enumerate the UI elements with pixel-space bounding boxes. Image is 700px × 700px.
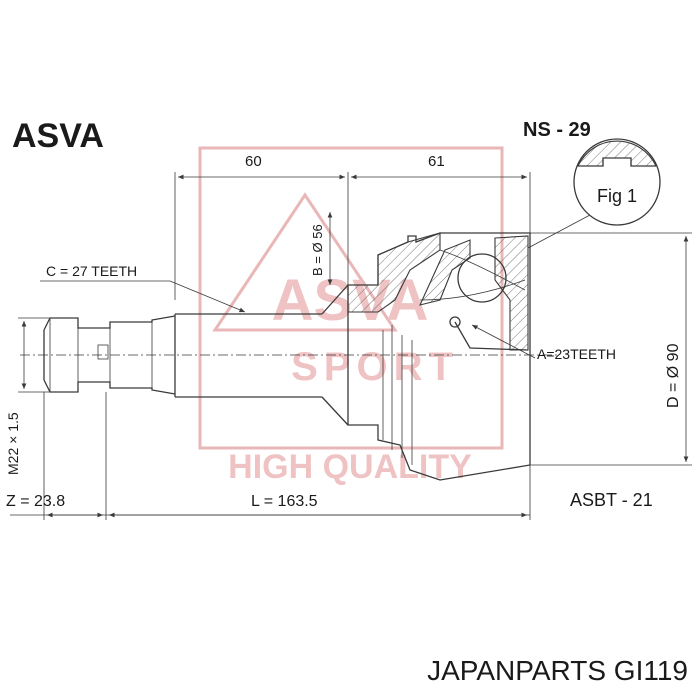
watermark-frame bbox=[198, 146, 504, 450]
watermark-tagline: HIGH QUALITY bbox=[228, 448, 472, 486]
dim-thread-text: M22 × 1.5 bbox=[5, 412, 21, 475]
dim-bore-b-text: B = Ø 56 bbox=[310, 224, 325, 276]
dim-len-left: 60 bbox=[245, 153, 262, 170]
dim-outer-d: D = Ø 90 bbox=[530, 232, 692, 466]
dim-len-right: 61 bbox=[428, 153, 445, 170]
top-dimensions: 60 61 bbox=[174, 153, 531, 300]
footer-part-label: JAPANPARTS GI119 bbox=[427, 655, 688, 686]
bottom-dimensions: Z = 23.8 L = 163.5 ASBT - 21 bbox=[6, 392, 653, 520]
brand-title: ASVA bbox=[12, 117, 104, 155]
fig-1-inset: Fig 1 bbox=[527, 138, 661, 249]
series-code: NS - 29 bbox=[523, 119, 591, 141]
fig-label: Fig 1 bbox=[597, 186, 637, 206]
housing bbox=[347, 232, 531, 481]
dim-z: Z = 23.8 bbox=[6, 493, 65, 510]
dim-length-total: L = 163.5 bbox=[251, 493, 318, 510]
dim-teeth-c-text: C = 27 TEETH bbox=[46, 263, 137, 279]
part-number: ASBT - 21 bbox=[570, 490, 653, 510]
dim-teeth-a-text: A=23TEETH bbox=[537, 346, 616, 362]
dim-teeth-a: A=23TEETH bbox=[471, 324, 616, 362]
dim-bore-b: B = Ø 56 bbox=[310, 212, 333, 285]
dim-thread: M22 × 1.5 bbox=[5, 317, 50, 475]
dim-teeth-c: C = 27 TEETH bbox=[40, 263, 246, 313]
watermark-logo-shape bbox=[212, 192, 398, 332]
watermark-word: SPORT bbox=[291, 345, 459, 389]
dim-outer-d-text: D = Ø 90 bbox=[665, 343, 682, 408]
